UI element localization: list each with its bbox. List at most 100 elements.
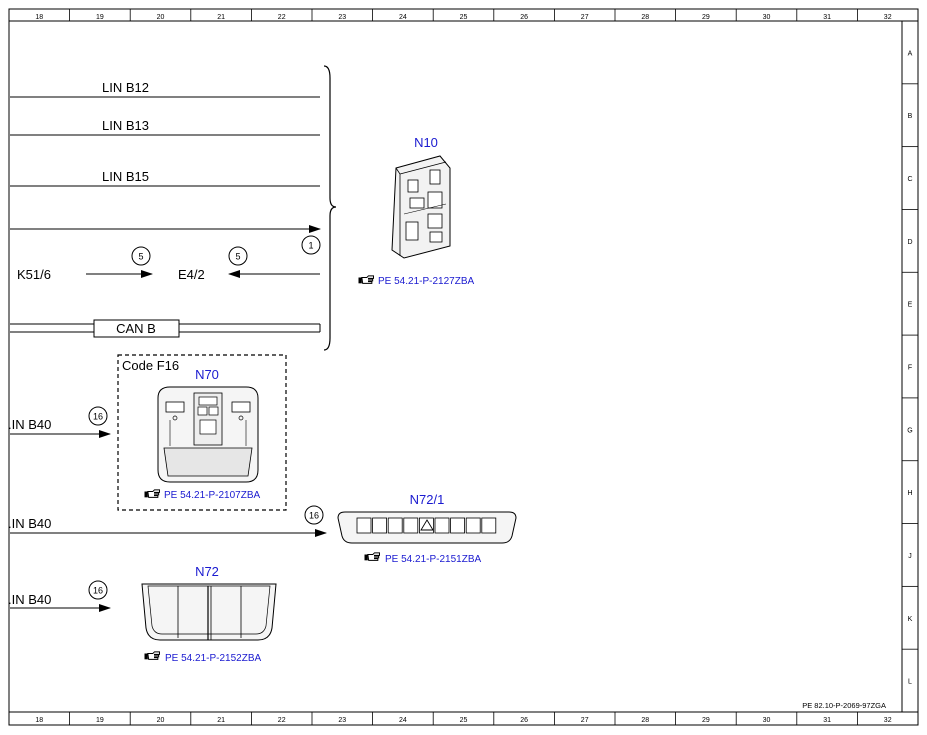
n70-ref-hand-icon — [143, 489, 161, 498]
n72-1-key — [450, 517, 466, 534]
bus-lines: LIN B12 LIN B13 LIN B15 1 K51/6 5 E4/2 5… — [10, 65, 337, 351]
column-label-bottom: 25 — [460, 717, 468, 724]
n72-lin-label: .IN B40 — [8, 592, 51, 607]
row-label: G — [907, 427, 912, 434]
code-f16-group: Code F16 — [117, 354, 287, 511]
row-label: D — [907, 239, 912, 246]
column-label-bottom: 29 — [702, 717, 710, 724]
row-label: L — [908, 679, 912, 686]
drawing-frame: 18 18 19 19 20 20 21 21 22 22 23 23 24 24 25 25 26 26 27 27… — [8, 8, 919, 726]
column-label-top: 27 — [581, 14, 589, 21]
n72-1-marker-circle — [304, 505, 324, 525]
n72-1-marker-label: 16 — [309, 511, 319, 521]
component-n72-1[interactable]: N72/1 .IN B40 16 PE 54.21-P-2151ZBA — [8, 492, 517, 565]
row-label: C — [907, 176, 912, 183]
marker-5b-circle — [228, 246, 248, 266]
n72-1-key — [434, 517, 450, 534]
n10-ref[interactable]: PE 54.21-P-2127ZBA — [378, 276, 474, 287]
marker-1-circle — [301, 235, 321, 255]
n72-1-key — [403, 517, 419, 534]
column-label-bottom: 22 — [278, 717, 286, 724]
column-label-bottom: 26 — [520, 717, 528, 724]
n72-1-ref[interactable]: PE 54.21-P-2151ZBA — [385, 554, 481, 565]
n72-1-lin-label: .IN B40 — [8, 516, 51, 531]
component-n70[interactable]: N70 .IN B40 16 PE 54.21-P-2107ZBA — [8, 367, 260, 501]
n72-1-key — [356, 517, 372, 534]
n72-1-name: N72/1 — [410, 492, 445, 507]
lin-b12-label: LIN B12 — [102, 80, 149, 95]
n10-name: N10 — [414, 135, 438, 150]
code-f16-box — [117, 354, 287, 511]
n72-marker-label: 16 — [93, 586, 103, 596]
column-label-top: 23 — [338, 14, 346, 21]
n70-name: N70 — [195, 367, 219, 382]
n72-ref[interactable]: PE 54.21-P-2152ZBA — [165, 653, 261, 664]
marker-5b-label: 5 — [235, 252, 240, 262]
column-label-top: 21 — [217, 14, 225, 21]
row-label: K — [908, 616, 913, 623]
n72-1-key — [387, 517, 403, 534]
column-label-bottom: 32 — [884, 717, 892, 724]
row-label: B — [908, 113, 913, 120]
n70-overhead-panel-image — [157, 386, 259, 483]
column-label-top: 24 — [399, 14, 407, 21]
column-label-top: 22 — [278, 14, 286, 21]
n10-module-image — [391, 155, 451, 259]
code-f16-label: Code F16 — [122, 358, 179, 373]
frame-border — [8, 8, 919, 726]
n72-1-switch-panel-image — [337, 511, 517, 544]
n72-ref-hand-icon — [143, 651, 161, 660]
e4-label: E4/2 — [178, 267, 205, 282]
column-label-bottom: 27 — [581, 717, 589, 724]
row-label: F — [908, 365, 912, 372]
marker-5a-circle — [131, 246, 151, 266]
n72-1-key — [372, 517, 388, 534]
column-label-top: 18 — [35, 14, 43, 21]
column-label-bottom: 18 — [35, 717, 43, 724]
can-b-label: CAN B — [116, 321, 156, 336]
column-label-top: 32 — [884, 14, 892, 21]
column-label-bottom: 31 — [823, 717, 831, 724]
row-label: A — [908, 50, 913, 57]
component-n10[interactable]: N10 PE 54.21-P-2127ZBA — [357, 135, 475, 287]
n70-ref[interactable]: PE 54.21-P-2107ZBA — [164, 490, 260, 501]
column-label-top: 28 — [641, 14, 649, 21]
column-label-bottom: 19 — [96, 717, 104, 724]
column-label-top: 25 — [460, 14, 468, 21]
n72-1-key — [465, 517, 481, 534]
row-label: E — [908, 302, 913, 309]
lin-b15-label: LIN B15 — [102, 169, 149, 184]
marker-5a-label: 5 — [138, 252, 143, 262]
n72-1-key — [418, 517, 434, 534]
can-b-box — [93, 319, 180, 338]
row-label: J — [908, 553, 912, 560]
marker-1-label: 1 — [308, 241, 313, 251]
footer-reference: PE 82.10-P-2069-97ZGA — [802, 701, 886, 710]
n72-cover-image — [141, 583, 277, 641]
column-label-top: 30 — [763, 14, 771, 21]
n70-marker-label: 16 — [93, 412, 103, 422]
lin-b13-label: LIN B13 — [102, 118, 149, 133]
column-label-top: 31 — [823, 14, 831, 21]
column-label-bottom: 24 — [399, 717, 407, 724]
column-label-top: 26 — [520, 14, 528, 21]
bus-bracket — [323, 65, 337, 351]
component-n72[interactable]: N72 .IN B40 16 PE 54.21-P-2152ZBA — [8, 564, 277, 664]
row-label: H — [907, 490, 912, 497]
column-label-top: 19 — [96, 14, 104, 21]
n70-lin-label: .IN B40 — [8, 417, 51, 432]
n72-1-ref-hand-icon — [363, 552, 381, 561]
column-label-bottom: 30 — [763, 717, 771, 724]
column-label-bottom: 28 — [641, 717, 649, 724]
n72-1-key — [481, 517, 497, 534]
column-label-bottom: 20 — [157, 717, 165, 724]
n10-ref-hand-icon — [357, 275, 375, 284]
k51-label: K51/6 — [17, 267, 51, 282]
column-label-bottom: 21 — [217, 717, 225, 724]
column-label-top: 29 — [702, 14, 710, 21]
column-label-top: 20 — [157, 14, 165, 21]
column-label-bottom: 23 — [338, 717, 346, 724]
n72-marker-circle — [88, 580, 108, 600]
n70-marker-circle — [88, 406, 108, 426]
